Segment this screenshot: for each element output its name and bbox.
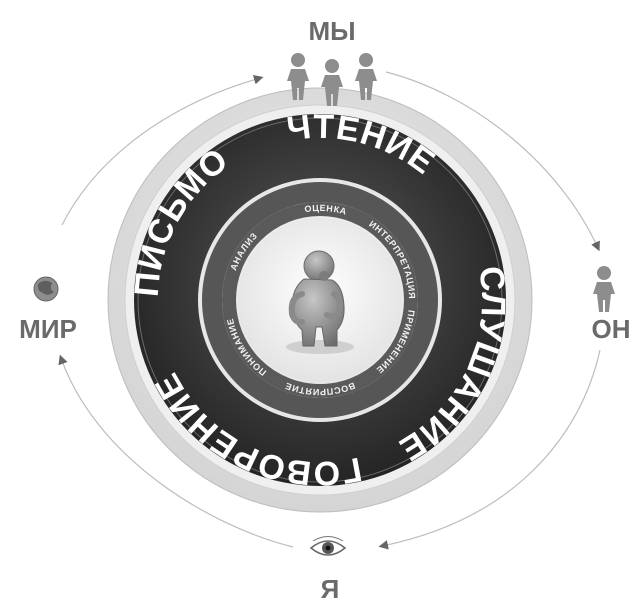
i-label: Я — [321, 574, 340, 604]
arrow-he-to-i — [378, 349, 601, 550]
globe-icon — [33, 276, 59, 302]
i-node: Я — [309, 536, 347, 604]
arrow-i-to-world — [58, 354, 294, 548]
he-label: ОН — [592, 314, 631, 344]
thinking-person-icon — [286, 250, 354, 354]
person-icon — [593, 266, 615, 312]
outer-cycle-arrows — [58, 71, 601, 550]
he-node: ОН — [592, 266, 631, 344]
people-group-icon — [287, 53, 377, 106]
arrow-we-to-he — [385, 71, 600, 252]
eye-icon — [309, 536, 347, 556]
world-label: МИР — [19, 314, 77, 344]
we-node: МЫ — [287, 16, 377, 106]
world-node: МИР — [19, 276, 77, 344]
we-label: МЫ — [308, 16, 355, 46]
arrow-world-to-we — [61, 75, 264, 226]
